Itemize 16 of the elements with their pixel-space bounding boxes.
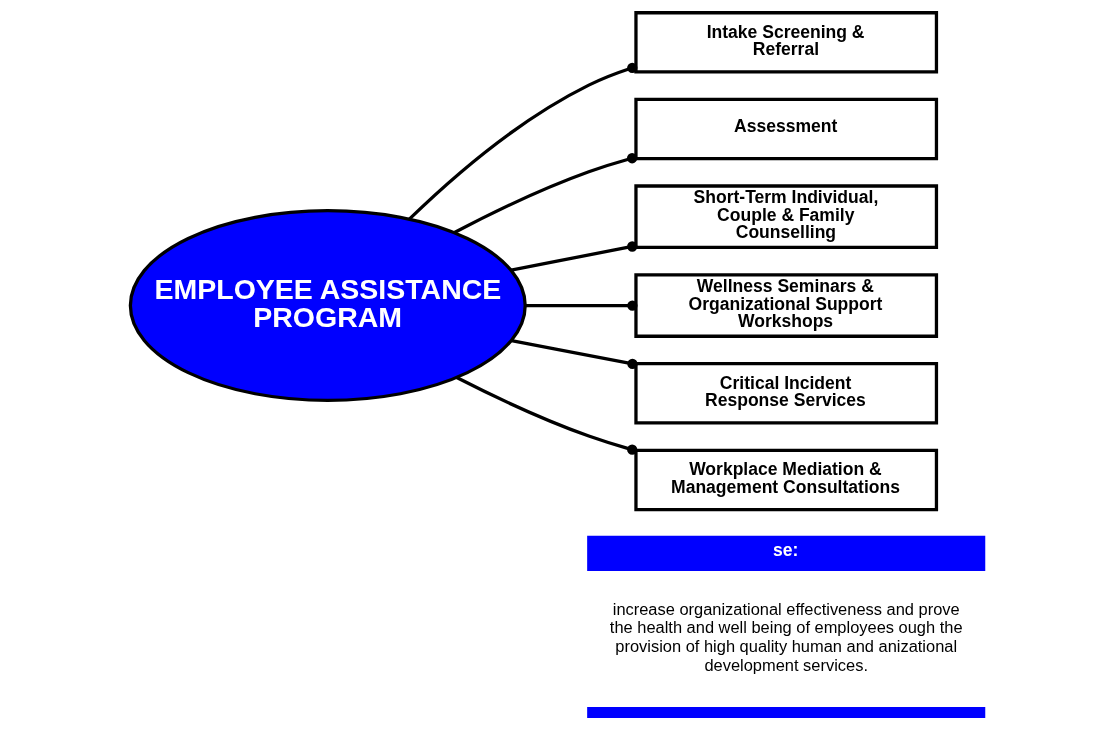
node-box: Critical Incident Response Services	[634, 362, 939, 425]
node-box: Assessment	[634, 97, 939, 161]
connector	[525, 300, 638, 311]
connector	[511, 339, 638, 370]
node-box: Intake Screening & Referral	[634, 11, 939, 74]
node-ellipse: EMPLOYEE ASSISTANCE PROGRAM	[128, 209, 527, 403]
node-bar	[587, 706, 986, 718]
node-box: se:	[587, 535, 986, 571]
label: increase organizational effectiveness and prove the health and well being of employees ough the provision of high quality human and anizational development services.	[609, 599, 963, 674]
connector	[453, 153, 638, 234]
connector	[455, 376, 638, 455]
connector	[510, 241, 638, 272]
node-box: Short-Term Individual, Couple & Family Counselling	[634, 184, 939, 250]
node-box: Workplace Mediation & Management Consultations	[634, 448, 939, 512]
connector	[408, 62, 638, 221]
node-box: Wellness Seminars & Organizational Support Workshops	[634, 273, 939, 338]
